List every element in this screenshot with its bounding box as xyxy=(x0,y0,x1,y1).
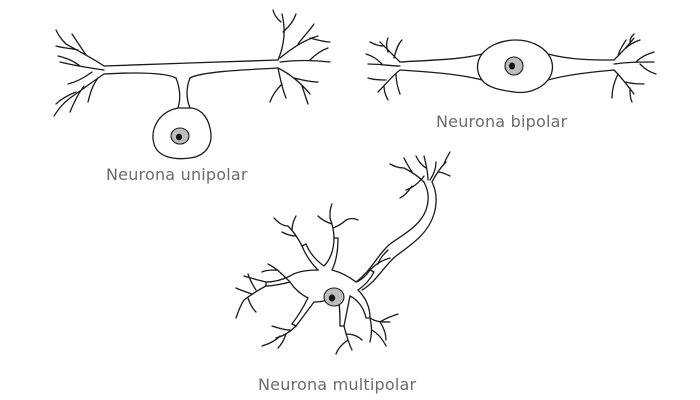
multipolar-axon-left xyxy=(355,181,429,283)
multipolar-dendrites xyxy=(235,203,399,355)
multipolar-axon-terminals xyxy=(389,151,451,199)
bipolar-process-right-bottom xyxy=(547,69,615,81)
unipolar-right-dendrites xyxy=(269,9,331,105)
bipolar-process-right-top xyxy=(547,53,615,61)
bipolar-right-dendrites xyxy=(611,33,657,103)
unipolar-left-dendrites xyxy=(53,29,105,117)
bipolar-nucleolus xyxy=(509,62,515,70)
multipolar-soma xyxy=(265,237,375,327)
multipolar-axon-right xyxy=(361,181,437,291)
unipolar-axon-bottom xyxy=(103,67,279,79)
multipolar-neuron xyxy=(235,151,451,355)
bipolar-left-dendrites xyxy=(365,37,403,101)
bipolar-process-left-bottom xyxy=(399,69,483,81)
unipolar-stalk-left xyxy=(175,77,181,109)
label-bipolar: Neurona bipolar xyxy=(436,112,568,131)
bipolar-neuron xyxy=(365,33,657,103)
label-unipolar: Neurona unipolar xyxy=(106,165,248,184)
unipolar-stalk-right xyxy=(186,77,191,109)
bipolar-process-left-top xyxy=(399,53,483,63)
unipolar-axon-top xyxy=(103,59,279,67)
label-multipolar: Neurona multipolar xyxy=(258,375,417,394)
unipolar-neuron xyxy=(53,9,331,160)
unipolar-nucleolus xyxy=(176,133,182,141)
multipolar-nucleolus xyxy=(328,294,336,302)
